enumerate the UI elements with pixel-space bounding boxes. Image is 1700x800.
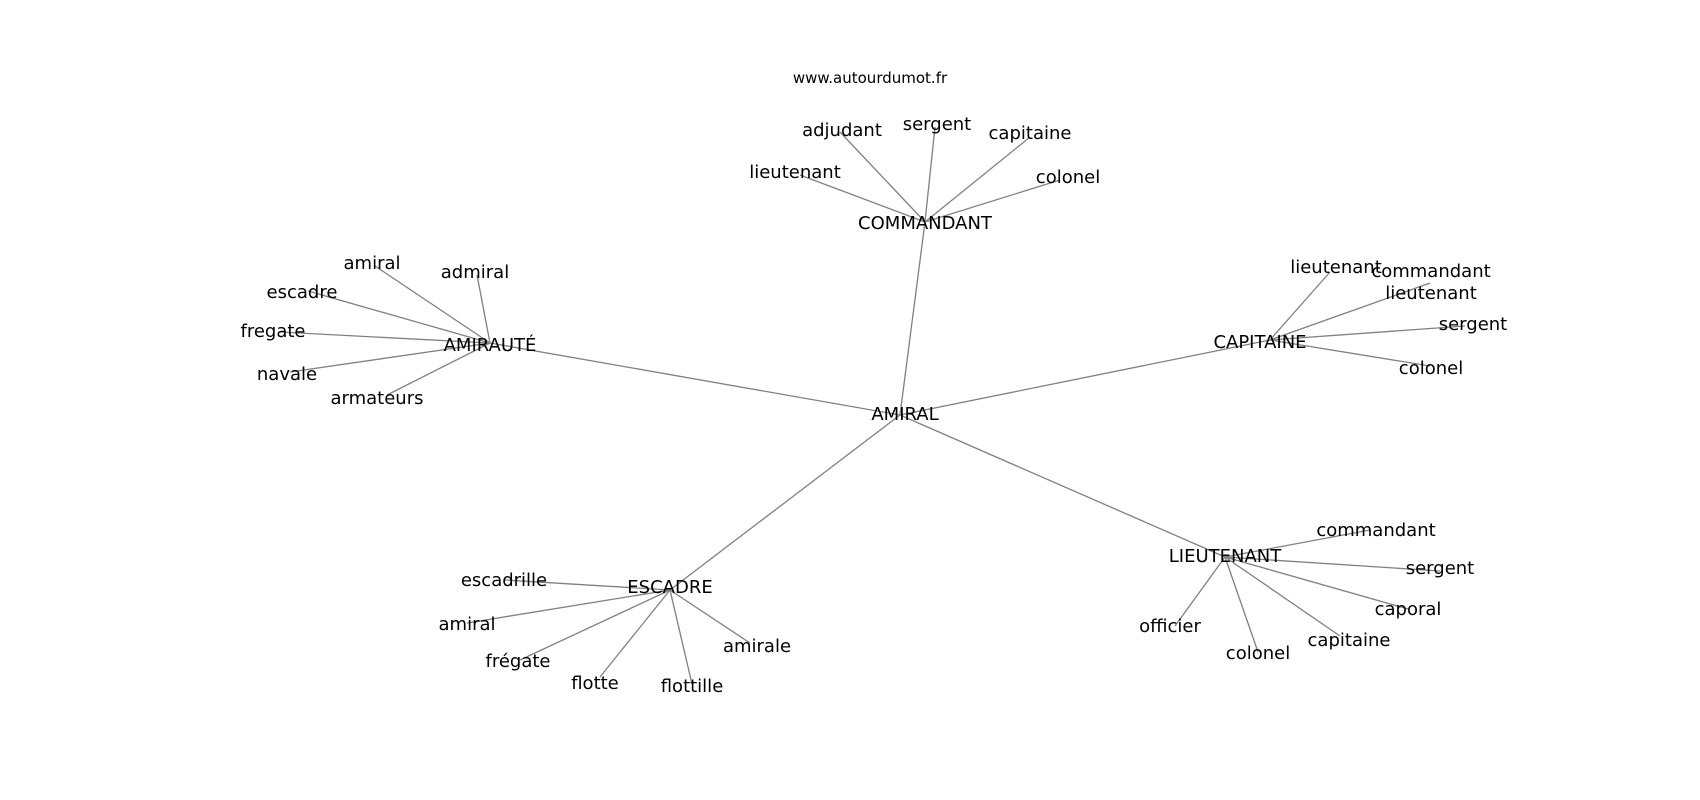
leaf-node-cmd-adjudant: adjudant [802, 120, 882, 141]
edge-amiraute-amt-admiral [476, 274, 491, 344]
leaf-node-amt-armateurs: armateurs [331, 388, 424, 409]
edge-amiraute-amt-armateurs [386, 342, 491, 396]
leaf-node-cmd-colonel: colonel [1036, 167, 1100, 188]
edge-amiraute-amt-amiral [374, 265, 491, 344]
edge-escadre-esc-amirale [669, 589, 751, 644]
edge-amiraute-amt-escadre [307, 290, 491, 344]
leaf-node-lt-sergent: sergent [1406, 558, 1475, 579]
edge-commandant-cmd-colonel [924, 179, 1061, 223]
leaf-node-esc-flottille: flottille [661, 676, 724, 697]
leaf-node-esc-escadrille: escadrille [461, 570, 547, 591]
hub-node-commandant: COMMANDANT [858, 213, 993, 234]
leaf-node-esc-amiral: amiral [439, 614, 496, 635]
leaf-node-esc-flotte: flotte [571, 673, 619, 694]
leaf-node-esc-fregate: frégate [485, 651, 550, 672]
edge-escadre-esc-escadrille [504, 579, 671, 591]
leaf-node-amt-escadre: escadre [267, 282, 338, 303]
leaf-node-amt-admiral: admiral [441, 262, 509, 283]
edge-lieutenant-lt-capitaine [1224, 556, 1341, 637]
leaf-node-cmd-capitaine: capitaine [989, 123, 1072, 144]
edge-amiral-lieutenant [899, 414, 1226, 558]
edge-lieutenant-lt-officier [1174, 556, 1226, 627]
hub-node-amiraute: AMIRAUTÉ [444, 334, 537, 356]
leaf-node-cap-lieutenant: lieutenant [1290, 257, 1382, 278]
edge-commandant-cmd-sergent [924, 126, 936, 223]
leaf-node-lt-caporal: caporal [1375, 599, 1442, 620]
source-url-label: www.autourdumot.fr [793, 69, 948, 87]
edge-capitaine-cap-colonel [1269, 339, 1431, 367]
edge-commandant-cmd-capitaine [924, 136, 1031, 223]
leaf-node-lt-officier: officier [1139, 616, 1201, 637]
leaf-node-amt-amiral: amiral [344, 253, 401, 274]
hub-node-capitaine: CAPITAINE [1213, 332, 1306, 353]
edge-escadre-esc-fregate [519, 589, 671, 661]
edge-lieutenant-lt-colonel [1224, 556, 1259, 653]
edge-escadre-esc-flottille [669, 589, 693, 685]
leaf-node-cap-sergent: sergent [1439, 314, 1508, 335]
edge-capitaine-cap-commandant-lieutenant [1269, 282, 1431, 341]
edge-lieutenant-lt-sergent [1224, 556, 1441, 572]
leaf-node-amt-navale: navale [257, 364, 317, 385]
leaf-node-cap-colonel: colonel [1399, 358, 1463, 379]
leaf-node-amt-fregate: fregate [240, 321, 305, 342]
edge-amiral-capitaine [899, 339, 1271, 416]
edge-amiraute-amt-navale [289, 342, 491, 373]
edge-amiral-amiraute [489, 342, 901, 416]
edge-commandant-cmd-lieutenant [799, 174, 926, 223]
hub-node-escadre: ESCADRE [627, 577, 712, 598]
graph-labels: www.autourdumot.fr AMIRAL COMMANDANT lieut… [240, 69, 1507, 697]
center-node-amiral: AMIRAL [871, 404, 938, 425]
edge-capitaine-cap-sergent [1269, 325, 1466, 341]
leaf-node-lt-colonel: colonel [1226, 643, 1290, 664]
hub-node-lieutenant: LIEUTENANT [1169, 546, 1282, 567]
leaf-node-lt-commandant: commandant [1316, 520, 1435, 541]
edge-amiraute-amt-fregate [279, 331, 491, 344]
leaf-node-cmd-sergent: sergent [903, 114, 972, 135]
graph-edges [279, 126, 1466, 685]
leaf-node-cmd-lieutenant: lieutenant [749, 162, 841, 183]
edge-escadre-esc-flotte [599, 589, 671, 678]
edge-lieutenant-lt-commandant [1224, 529, 1371, 558]
edge-lieutenant-lt-caporal [1224, 556, 1409, 610]
edge-amiral-commandant [899, 221, 926, 416]
leaf-node-lt-capitaine: capitaine [1308, 630, 1391, 651]
edge-escadre-esc-amiral [466, 589, 671, 624]
edge-amiral-escadre [669, 414, 901, 591]
leaf-node-esc-amirale: amirale [723, 636, 791, 657]
edge-commandant-cmd-adjudant [839, 131, 926, 223]
edge-capitaine-cap-lieutenant [1269, 271, 1331, 341]
